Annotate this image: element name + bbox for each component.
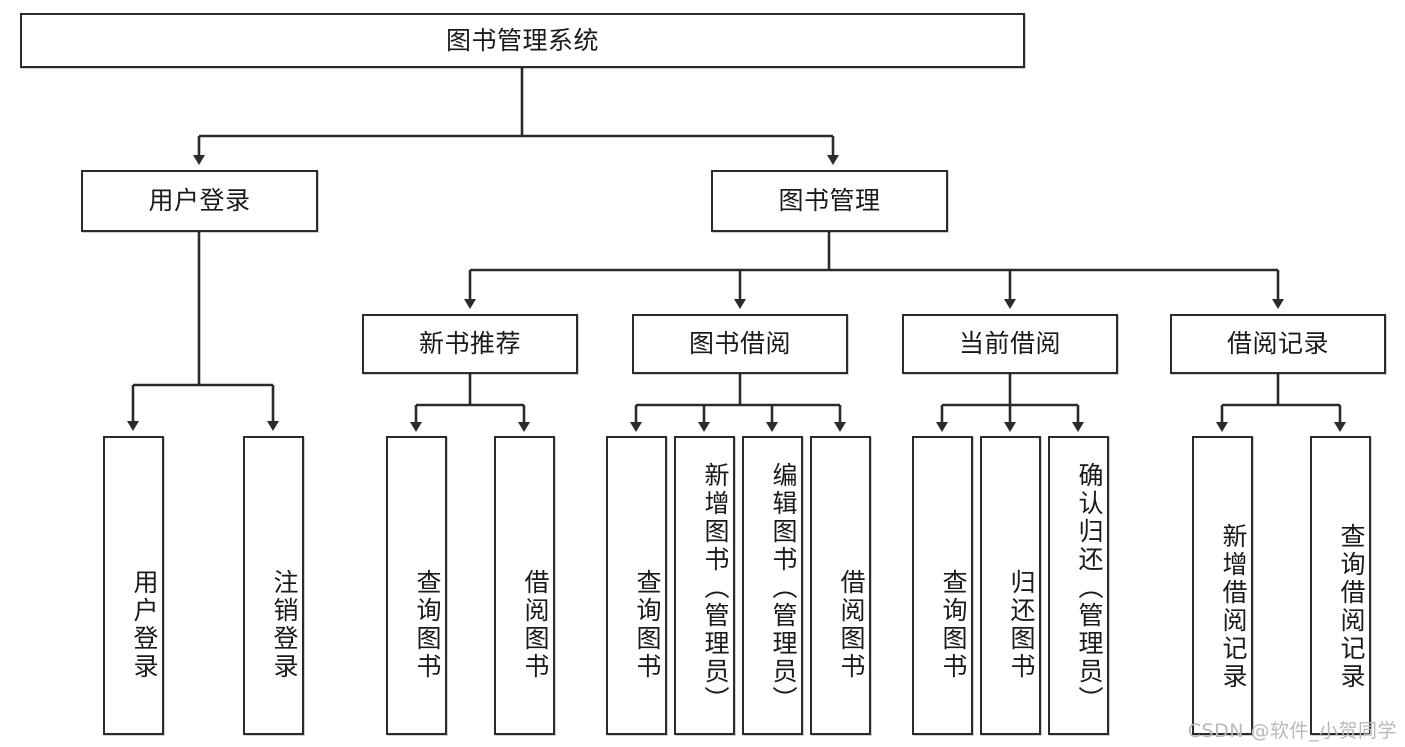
node-label: 查询图书 — [939, 568, 968, 681]
node-label: 编辑图书（管理员） — [769, 461, 798, 714]
node-leaf-borrow-book-recommend[interactable]: 借阅图书 — [494, 436, 555, 735]
node-root-book-management-system[interactable]: 图书管理系统 — [20, 13, 1025, 68]
node-label: 查询借阅记录 — [1337, 522, 1366, 691]
node-leaf-query-borrow-record[interactable]: 查询借阅记录 — [1310, 436, 1371, 735]
node-leaf-borrow-book[interactable]: 借阅图书 — [810, 436, 871, 735]
node-leaf-add-borrow-record[interactable]: 新增借阅记录 — [1192, 436, 1253, 735]
node-leaf-confirm-return-admin[interactable]: 确认归还（管理员） — [1048, 436, 1109, 735]
node-label: 注销登录 — [270, 568, 299, 681]
node-label: 新增借阅记录 — [1219, 522, 1248, 691]
node-book-borrow[interactable]: 图书借阅 — [632, 314, 848, 374]
node-label: 借阅图书 — [521, 568, 550, 681]
node-leaf-logout-login[interactable]: 注销登录 — [243, 436, 304, 735]
node-label: 借阅记录 — [1226, 329, 1329, 359]
node-label: 新增图书（管理员） — [701, 461, 730, 714]
node-label: 查询图书 — [413, 568, 442, 681]
node-label: 新书推荐 — [418, 329, 521, 359]
node-leaf-add-book-admin[interactable]: 新增图书（管理员） — [674, 436, 735, 735]
node-label: 当前借阅 — [958, 329, 1061, 359]
node-book-management[interactable]: 图书管理 — [711, 170, 948, 232]
node-label: 借阅图书 — [837, 568, 866, 681]
node-leaf-query-book-recommend[interactable]: 查询图书 — [386, 436, 447, 735]
node-label: 归还图书 — [1007, 568, 1036, 681]
node-borrow-record[interactable]: 借阅记录 — [1170, 314, 1386, 374]
node-label: 图书管理 — [778, 186, 881, 216]
node-current-borrow[interactable]: 当前借阅 — [902, 314, 1118, 374]
node-leaf-edit-book-admin[interactable]: 编辑图书（管理员） — [742, 436, 803, 735]
node-label: 用户登录 — [148, 186, 251, 216]
node-label: 图书借阅 — [688, 329, 791, 359]
node-new-book-recommend[interactable]: 新书推荐 — [362, 314, 578, 374]
node-label: 查询图书 — [633, 568, 662, 681]
node-label: 图书管理系统 — [445, 25, 599, 55]
node-label: 确认归还（管理员） — [1075, 461, 1104, 714]
node-leaf-return-book[interactable]: 归还图书 — [980, 436, 1041, 735]
watermark-text: CSDN @软件_小贺同学 — [1187, 720, 1397, 742]
node-leaf-query-book-current[interactable]: 查询图书 — [912, 436, 973, 735]
node-user-login[interactable]: 用户登录 — [81, 170, 318, 232]
node-label: 用户登录 — [130, 568, 159, 681]
node-leaf-user-login[interactable]: 用户登录 — [103, 436, 164, 735]
node-leaf-query-book-borrow[interactable]: 查询图书 — [606, 436, 667, 735]
